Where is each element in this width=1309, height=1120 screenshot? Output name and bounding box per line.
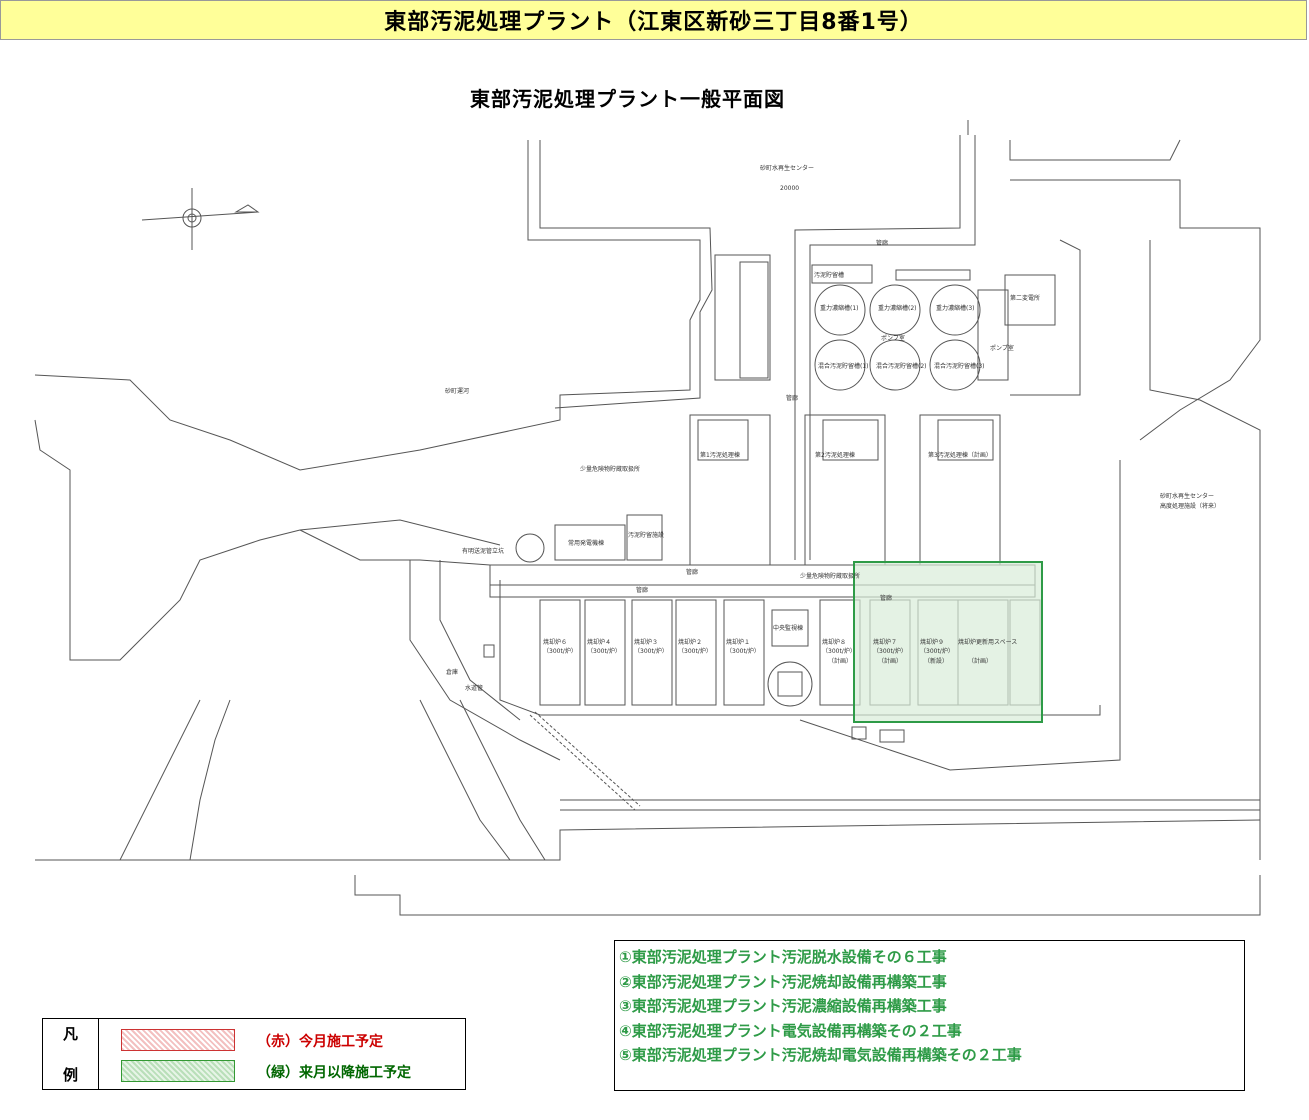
label-cap: （300t/炉） [726, 647, 760, 655]
label-kanro5: 管廊 [880, 594, 892, 602]
page-header: 東部汚泥処理プラント（江東区新砂三丁目8番1号） [0, 0, 1307, 40]
label-dewater2: 第2汚泥処理棟 [815, 451, 855, 459]
label-mix-tank1: 混合汚泥貯留槽(1) [818, 362, 869, 370]
road-outline [34, 140, 701, 471]
label-mix-tank2: 混合汚泥貯留槽(2) [876, 362, 927, 370]
label-dewater1: 第1汚泥処理棟 [700, 451, 740, 459]
works-item: ⑤東部汚泥処理プラント汚泥焼却電気設備再構築その２工事 [619, 1046, 1022, 1064]
label-sunamachi-facility: 砂町水再生センター [1160, 492, 1214, 500]
label-storage-shed: 倉庫 [446, 668, 458, 676]
label-inc4: 焼却炉４ [587, 638, 611, 646]
label-cap-new: （新設） [924, 657, 948, 665]
label-cap: （300t/炉） [920, 647, 954, 655]
road-outline [1009, 139, 1181, 161]
construction-works-list: ①東部汚泥処理プラント汚泥脱水設備その６工事 ②東部汚泥処理プラント汚泥焼却設備… [614, 940, 1245, 1091]
plan-title: 東部汚泥処理プラント一般平面図 [470, 87, 785, 111]
label-sludge-storage: 汚泥貯留施設 [628, 531, 664, 539]
legend-header-bottom: 例 [62, 1066, 78, 1084]
legend-header: 凡 例 [43, 1019, 99, 1089]
label-kanro2: 管廊 [786, 394, 798, 402]
label-sunamachi-facility2: 高度処理施設（将来） [1160, 502, 1220, 510]
road-outline [539, 140, 713, 409]
label-cap: （300t/炉） [587, 647, 621, 655]
road-outline [34, 419, 501, 661]
label-sludge-tank: 汚泥貯留槽 [814, 271, 844, 279]
label-dewater3: 第3汚泥処理棟（計画） [928, 451, 992, 459]
site-plan-map: 砂町水再生センター 20000 砂町運河 汚泥貯留槽 管廊 ポンプ室 第二変電所… [34, 120, 1261, 916]
green-construction-area [853, 561, 1043, 723]
label-cap: （300t/炉） [634, 647, 668, 655]
label-future-space: 焼却炉更新用スペース [958, 638, 1017, 646]
label-cap-future: （計画） [968, 657, 992, 665]
label-cap-plan: （計画） [878, 657, 902, 665]
label-central-monitor: 中央監視棟 [773, 624, 803, 632]
road-outline [799, 460, 1121, 771]
label-thickener1: 重力濃縮槽(1) [820, 304, 859, 312]
road-outline [1010, 179, 1261, 441]
label-pump-room-center: ポンプ室 [881, 334, 905, 342]
label-pump-station: ポンプ室 [990, 344, 1014, 352]
label-sunamachi-canal: 砂町運河 [445, 387, 469, 395]
label-hazmat-store: 少量危険物貯蔵取扱所 [580, 465, 640, 473]
works-item: ④東部汚泥処理プラント電気設備再構築その２工事 [619, 1021, 962, 1040]
page-title: 東部汚泥処理プラント（江東区新砂三丁目8番1号） [384, 10, 923, 35]
label-thickener2: 重力濃縮槽(2) [878, 304, 917, 312]
road-outline [1010, 239, 1081, 396]
label-mix-tank3: 混合汚泥貯留槽(3) [934, 362, 985, 370]
works-item: ①東部汚泥処理プラント汚泥脱水設備その６工事 [619, 948, 947, 966]
label-inc9: 焼却炉９ [920, 638, 944, 646]
legend-red-swatch [121, 1029, 235, 1051]
label-second-substation: 第二変電所 [1010, 294, 1040, 302]
road-outline [354, 875, 1261, 916]
label-power-bldg: 常用発電機棟 [568, 539, 604, 547]
legend: 凡 例 （赤）今月施工予定 （緑）来月以降施工予定 [42, 1018, 466, 1090]
label-kanro3: 管廊 [686, 568, 698, 576]
legend-header-top: 凡 [62, 1025, 78, 1043]
legend-red-label: （赤）今月施工予定 [257, 1034, 383, 1050]
label-water-tank: 水道管 [465, 684, 483, 692]
label-inc2: 焼却炉２ [678, 638, 702, 646]
road-outline [35, 819, 1261, 861]
label-inc7: 焼却炉７ [873, 638, 897, 646]
label-spec-value: 20000 [780, 185, 799, 192]
road-outline [1149, 240, 1261, 860]
label-cap: （300t/炉） [873, 647, 907, 655]
label-inc1: 焼却炉１ [726, 638, 750, 646]
legend-green-label: （緑）来月以降施工予定 [257, 1065, 411, 1081]
label-inc3: 焼却炉３ [634, 638, 658, 646]
label-hazmat-store2: 少量危険物貯蔵取扱所 [800, 572, 860, 580]
works-item: ③東部汚泥処理プラント汚泥濃縮設備再構築工事 [619, 997, 947, 1015]
label-inc8: 焼却炉８ [822, 638, 846, 646]
label-inc6: 焼却炉６ [543, 638, 567, 646]
works-item: ②東部汚泥処理プラント汚泥焼却設備再構築工事 [619, 972, 947, 991]
label-kanro4: 管廊 [636, 586, 648, 594]
label-cap: （300t/炉） [678, 647, 712, 655]
label-sunamachi-center: 砂町水再生センター [760, 164, 814, 172]
label-cap-plan: （計画） [828, 657, 852, 665]
label-thickener3: 重力濃縮槽(3) [936, 304, 975, 312]
label-kanro: 管廊 [876, 239, 888, 247]
label-cap: （300t/炉） [543, 647, 577, 655]
legend-green-swatch [121, 1060, 235, 1082]
label-harbor-shaft: 有明送泥管立坑 [462, 547, 504, 555]
label-cap: （300t/炉） [822, 647, 856, 655]
